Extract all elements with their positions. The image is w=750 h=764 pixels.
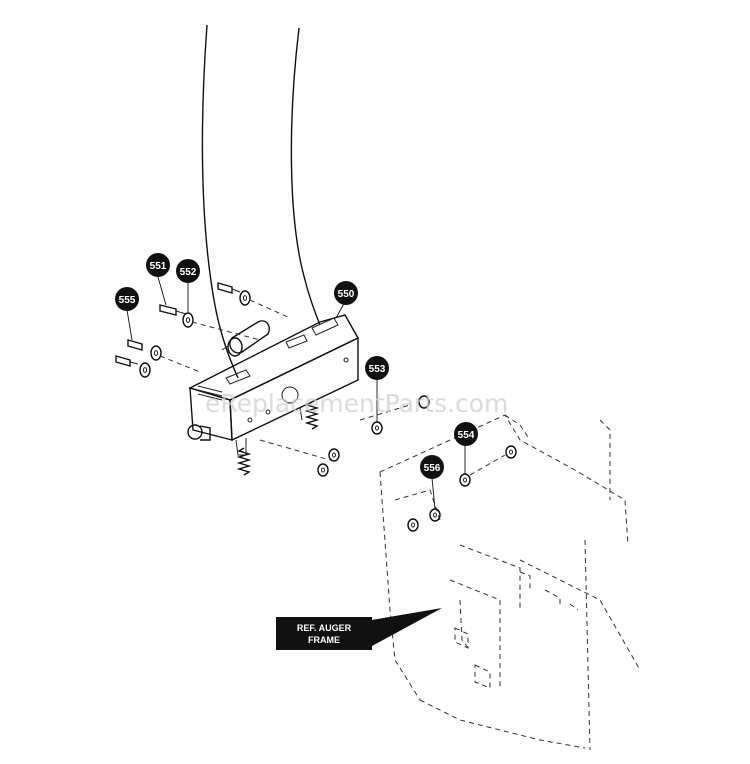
callout-550-text: 550 [338, 289, 355, 300]
callout-556: 556 [420, 455, 444, 479]
callout-555: 555 [115, 287, 139, 311]
callout-551: 551 [146, 253, 170, 277]
callout-551-text: 551 [150, 261, 167, 272]
control-cables [201, 24, 321, 379]
callout-554-text: 554 [458, 430, 475, 441]
callout-554: 554 [454, 422, 478, 446]
springs [236, 401, 320, 476]
ref-auger-frame-label: REF. AUGER FRAME [276, 608, 442, 650]
callout-553: 553 [365, 356, 389, 380]
ref-label-line1: REF. AUGER [297, 623, 352, 633]
hardware-upper [115, 282, 291, 378]
callout-553-text: 553 [369, 364, 386, 375]
callout-556-text: 556 [424, 463, 441, 474]
ref-label-arrow [360, 608, 442, 646]
callout-550: 550 [334, 281, 358, 305]
callout-552: 552 [176, 259, 200, 283]
cylinder-part [221, 320, 270, 357]
hardware-lower [259, 395, 517, 532]
ref-label-line2: FRAME [308, 635, 340, 645]
callout-552-text: 552 [180, 267, 197, 278]
watermark-text: eReplacementParts.com [205, 389, 508, 418]
control-bracket [187, 314, 359, 456]
auger-frame [379, 414, 641, 751]
callout-555-text: 555 [119, 295, 136, 306]
